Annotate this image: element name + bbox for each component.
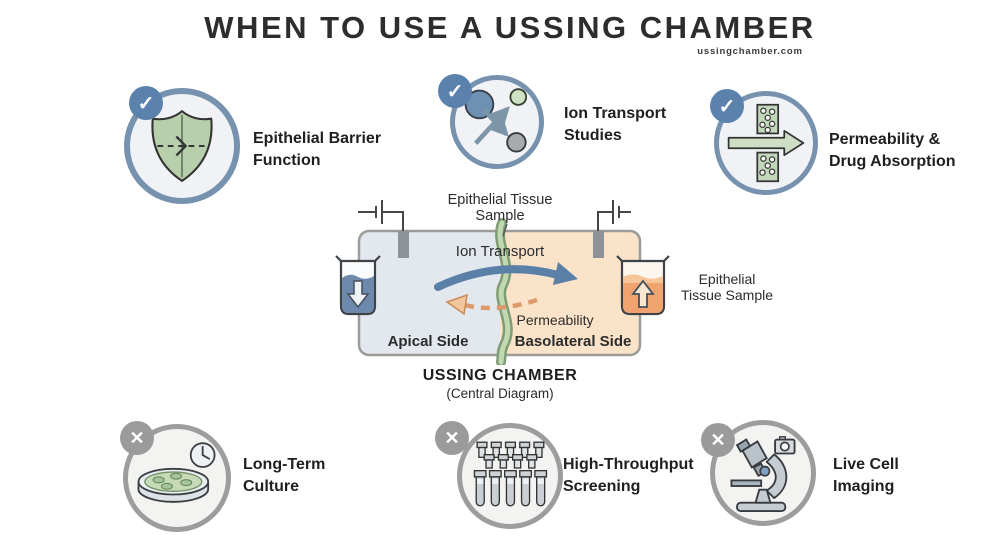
ion-transport-label: Ion Transport (456, 243, 545, 260)
shield-barrier-icon (151, 110, 213, 182)
feature-label-line2: Imaging (833, 478, 895, 495)
up-arrow-icon (631, 279, 655, 308)
feature-label-line2: Screening (563, 478, 641, 495)
check-icon: ✓ (137, 92, 155, 115)
feature-label-line1: Epithelial Barrier (253, 130, 382, 147)
test-tube-rack-icon (473, 441, 548, 507)
feature-label: Live Cell Imaging (833, 454, 899, 498)
page-title: WHEN TO USE A USSING CHAMBER (204, 10, 816, 45)
ussing-chamber-diagram: Epithelial Tissue Sample Ion Transport P… (335, 192, 773, 365)
check-badge: ✓ (129, 86, 163, 120)
tissue-pointer-line (502, 223, 508, 237)
tissue-label-top-line1: Epithelial Tissue (448, 192, 553, 208)
membrane-permeability-icon (727, 103, 805, 183)
feature-circle-long-term-culture (123, 424, 231, 532)
feature-label-line2: Culture (243, 478, 299, 495)
feature-label-line1: High-Throughput (563, 456, 694, 473)
x-icon: ✕ (710, 429, 726, 450)
feature-label-line1: Permeability & (829, 131, 941, 148)
feature-label: Epithelial Barrier Function (253, 128, 381, 172)
feature-label: Long-Term Culture (243, 454, 325, 498)
feature-label: High-Throughput Screening (563, 454, 694, 498)
x-badge: ✕ (701, 423, 735, 457)
right-electrode-port (593, 231, 604, 258)
x-badge: ✕ (120, 421, 154, 455)
check-badge: ✓ (438, 74, 472, 108)
permeability-label: Permeability (516, 312, 593, 328)
microscope-camera-icon (730, 436, 796, 512)
feature-label-line2: Drug Absorption (829, 153, 956, 170)
feature-circle-epithelial-barrier (124, 88, 240, 204)
apical-beaker-icon (335, 255, 381, 316)
tissue-label-right-line2: Tissue Sample (681, 287, 773, 303)
ion-transport-arrow (434, 265, 562, 291)
feature-circle-ion-transport (450, 75, 544, 169)
feature-label: Permeability & Drug Absorption (829, 129, 956, 173)
x-icon: ✕ (444, 427, 460, 448)
feature-label-line1: Ion Transport (564, 105, 667, 122)
x-badge: ✕ (435, 421, 469, 455)
apical-side-label: Apical Side (388, 333, 469, 350)
feature-label-line1: Long-Term (243, 456, 326, 473)
tissue-label-top-line2: Sample (475, 208, 524, 224)
basolateral-side-label: Basolateral Side (515, 333, 632, 350)
down-arrow-icon (346, 280, 370, 309)
feature-label-line2: Studies (564, 127, 622, 144)
check-icon: ✓ (718, 95, 736, 118)
diagram-caption-subtitle: (Central Diagram) (446, 386, 554, 401)
ion-transport-circles-icon (464, 88, 528, 153)
basolateral-chamber-half (500, 231, 640, 355)
tissue-label-right-line1: Epithelial (699, 271, 756, 287)
basolateral-beaker-icon (616, 255, 670, 316)
feature-label: Ion Transport Studies (564, 103, 666, 147)
left-electrode-port (398, 231, 409, 258)
right-electrode-icon (597, 200, 631, 231)
watermark-url: ussingchamber.com (697, 46, 803, 57)
petri-dish-clock-icon (137, 442, 216, 503)
check-icon: ✓ (446, 80, 464, 103)
feature-circle-high-throughput (457, 423, 563, 529)
left-electrode-icon (358, 200, 404, 231)
diagram-caption-title: USSING CHAMBER (422, 367, 578, 384)
x-icon: ✕ (129, 427, 145, 448)
feature-label-line2: Function (253, 152, 321, 169)
feature-label-line1: Live Cell (833, 456, 899, 473)
permeability-arrow (464, 297, 538, 311)
check-badge: ✓ (710, 89, 744, 123)
